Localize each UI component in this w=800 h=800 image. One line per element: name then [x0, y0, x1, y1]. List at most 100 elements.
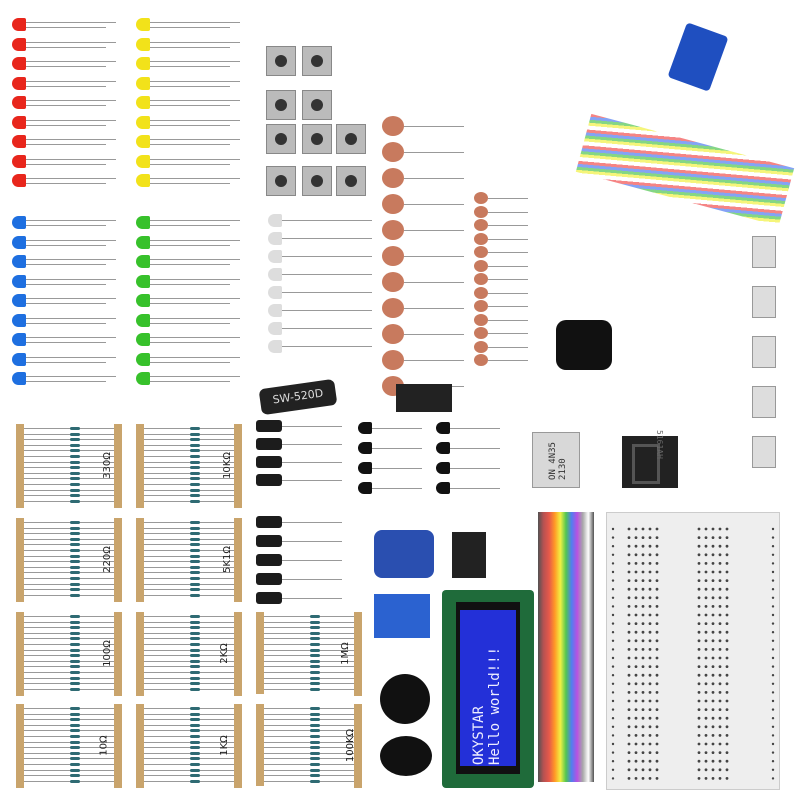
cap-lead — [488, 292, 528, 294]
electrolytic-capacitor — [256, 592, 282, 604]
led-lead — [26, 303, 106, 304]
resistor-lead — [144, 594, 234, 596]
transistor — [358, 462, 372, 474]
led-lead — [282, 238, 372, 239]
resistor — [70, 532, 80, 536]
resistor — [70, 438, 80, 442]
resistor — [190, 620, 200, 624]
led-lead — [150, 80, 240, 82]
led — [12, 216, 26, 229]
resistor — [190, 543, 200, 547]
ic-chip — [396, 384, 452, 412]
resistor-lead — [264, 666, 354, 668]
resistor — [190, 643, 200, 646]
resistor — [190, 729, 200, 733]
tape-strip — [114, 612, 122, 696]
tape-strip — [16, 704, 24, 788]
resistor-lead — [264, 632, 354, 634]
resistor-lead — [264, 672, 354, 673]
resistor — [190, 712, 200, 716]
opto-line1: 4N35 — [547, 442, 558, 464]
led-lead — [26, 66, 106, 67]
ceramic-capacitor — [382, 168, 404, 188]
resistor-lead — [24, 683, 114, 685]
transistor-lead — [372, 428, 422, 429]
led-lead — [26, 139, 116, 140]
led-lead — [150, 46, 230, 48]
resistor — [70, 671, 80, 674]
resistor-value-label: 10Ω — [98, 735, 110, 756]
cap-lead — [488, 198, 528, 199]
resistor — [310, 648, 320, 652]
led-lead — [26, 298, 116, 299]
cap-lead — [488, 211, 528, 213]
cap-lead — [282, 522, 342, 523]
led-lead — [150, 100, 240, 101]
ceramic-capacitor-small — [474, 205, 488, 218]
resistor — [190, 582, 200, 586]
resistor-value-label: 2KΩ — [218, 643, 230, 664]
resistor-lead — [144, 736, 234, 737]
resistor-lead — [144, 616, 234, 617]
resistor-lead — [144, 644, 234, 645]
led — [12, 274, 26, 288]
resistor-lead — [24, 583, 114, 585]
resistor — [70, 687, 80, 691]
cap-lead — [488, 279, 528, 280]
resistor — [310, 768, 320, 772]
resistor — [70, 751, 80, 755]
resistor-lead — [24, 527, 114, 529]
resistor — [190, 654, 200, 658]
ceramic-capacitor — [382, 298, 404, 318]
resistor — [70, 659, 80, 663]
led-lead — [282, 310, 372, 311]
resistor-lead — [264, 730, 354, 732]
resistor — [70, 499, 80, 503]
led-lead — [26, 244, 106, 246]
led — [136, 333, 150, 346]
tape-strip — [114, 704, 122, 788]
resistor — [70, 460, 80, 464]
resistor-lead — [144, 478, 234, 480]
ceramic-capacitor-small — [474, 273, 488, 285]
led — [12, 313, 26, 327]
resistor — [190, 615, 200, 618]
resistor-lead — [144, 741, 234, 743]
resistor — [70, 521, 80, 524]
led — [12, 37, 26, 51]
resistor-lead — [144, 708, 234, 709]
white-led — [268, 340, 282, 353]
resistor — [190, 466, 200, 470]
resistor — [70, 455, 80, 458]
resistor-lead — [24, 632, 114, 634]
resistor-lead — [144, 583, 234, 585]
resistor — [310, 740, 320, 744]
resistor-lead — [24, 589, 114, 591]
resistor-lead — [24, 655, 114, 657]
cap-lead — [404, 230, 464, 231]
led-lead — [150, 356, 240, 358]
resistor-lead — [144, 649, 234, 651]
led-lead — [26, 259, 116, 260]
electrolytic-capacitor — [256, 554, 282, 566]
resistor — [190, 723, 200, 727]
resistor-lead — [24, 649, 114, 651]
resistor-lead — [144, 666, 234, 668]
resistor — [190, 740, 200, 744]
resistor-lead — [264, 688, 354, 690]
cap-lead — [404, 334, 464, 335]
transistor — [436, 422, 450, 434]
resistor-lead — [24, 672, 114, 673]
resistor — [70, 735, 80, 738]
cap-lead — [282, 480, 342, 481]
resistor — [70, 712, 80, 716]
led-lead — [26, 381, 106, 382]
resistor-lead — [264, 769, 354, 771]
ceramic-capacitor-small — [474, 340, 488, 353]
resistor-lead — [144, 752, 234, 754]
resistor — [70, 763, 80, 766]
resistor — [190, 471, 200, 475]
led-lead — [150, 283, 230, 285]
led — [136, 216, 150, 229]
resistor — [310, 735, 320, 738]
